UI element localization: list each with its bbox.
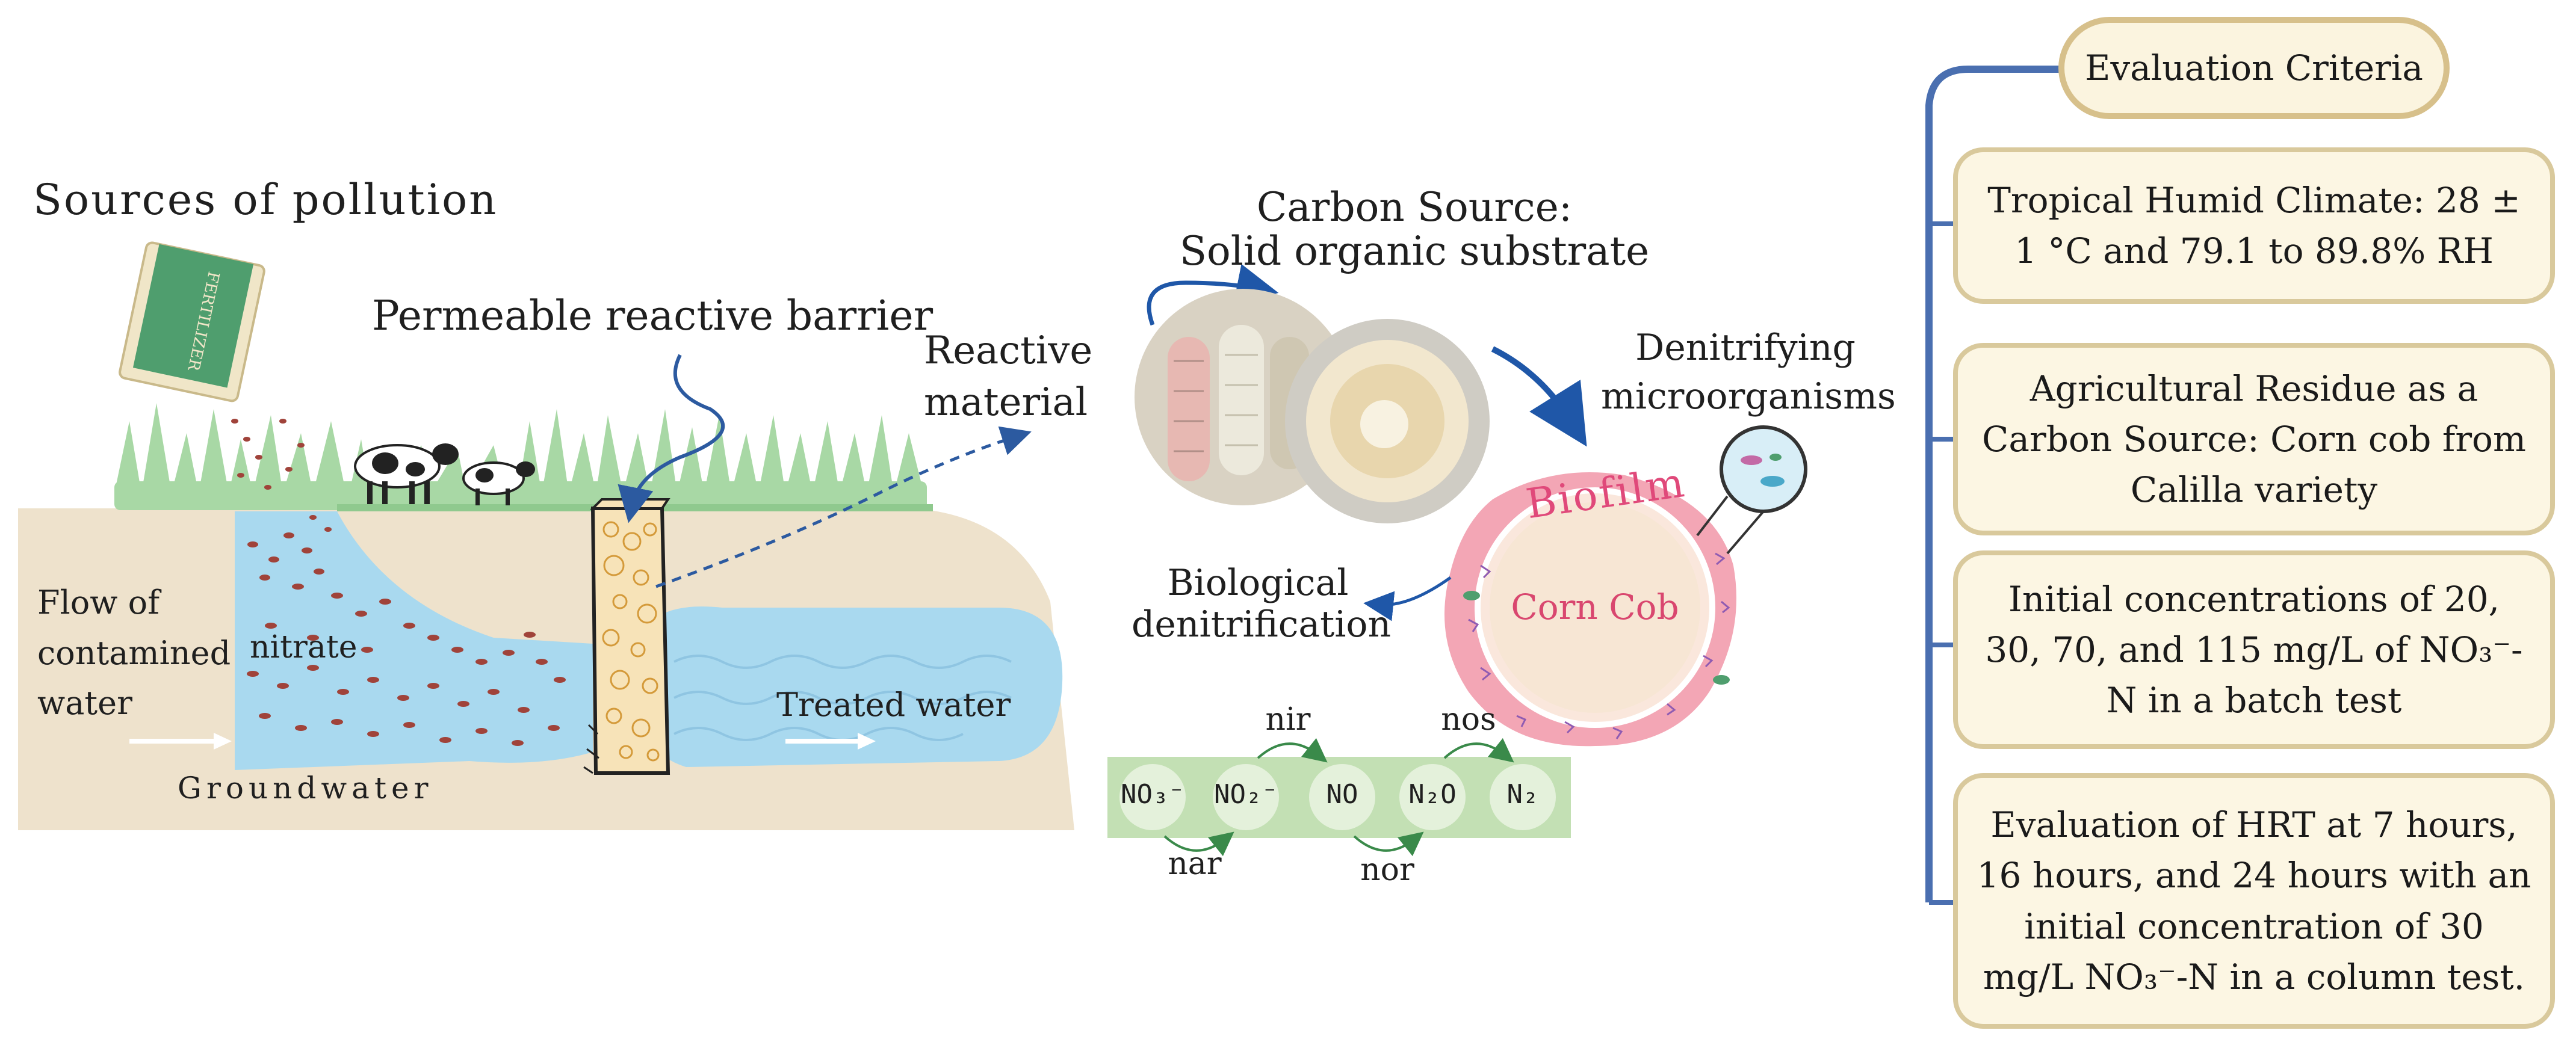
nar-arrow [1163,831,1234,857]
carbon-subtitle: Solid organic substrate [1179,228,1650,274]
bacteria-icons [1468,552,1730,739]
bio-denit-label: Biological denitrification [1132,562,1392,646]
cow-icon [354,443,459,504]
carbon-title: Carbon Source: [1256,184,1573,230]
treated-water [638,606,1063,767]
fertilizer-bag: FERTILIZER [119,241,265,402]
nitrate-particles [231,419,566,746]
criteria-item-residue: Agricultural Residue as a Carbon Source:… [1953,343,2555,535]
substrate-dish [1285,319,1490,523]
species-n2: N₂ [1506,779,1539,810]
corncob-label: Corn Cob [1511,587,1679,627]
barrier-arrow [618,354,725,523]
calf-icon [462,461,535,505]
enzyme-nir: nir [1265,701,1311,738]
enzyme-nor: nor [1360,852,1414,888]
species-n2o: N₂O [1408,779,1457,810]
nir-arrow [1257,738,1328,763]
reactive-label: Reactive material [924,328,1093,425]
flow-label: Flow of contamined water [37,584,231,723]
nor-arrow [1353,831,1424,857]
criteria-item-text: Agricultural Residue as a Carbon Source:… [1982,368,2526,511]
species-no2: NO₂⁻ [1214,779,1278,810]
enzyme-nos: nos [1441,701,1496,738]
flow-arrow [129,733,232,750]
nitrate-label: nitrate [250,629,358,665]
criteria-item-climate: Tropical Humid Climate: 28 ± 1 °C and 79… [1953,147,2555,304]
carbon-arrow [1147,264,1279,326]
pathway-circles [1119,764,1556,830]
species-no: NO [1326,779,1358,810]
criteria-title: Evaluation Criteria [2058,17,2450,119]
criteria-item-text: Initial concentrations of 20, 30, 70, an… [1985,578,2523,721]
treated-label: Treated water [776,686,1011,724]
groundwater-label: Groundwater [178,771,433,806]
enzyme-nar: nar [1168,846,1222,882]
bio-arrow [1363,576,1452,621]
bacteria-green [1463,591,1730,685]
contaminated-water [235,511,593,770]
criteria-item-text: Tropical Humid Climate: 28 ± 1 °C and 79… [1987,179,2521,271]
barrier-label: Permeable reactive barrier [372,292,933,340]
pollution-scene: FERTILIZER [18,241,1074,830]
criteria-item-batch: Initial concentrations of 20, 30, 70, an… [1953,550,2555,749]
denitrification-scene [1107,264,1807,857]
biofilm-arrow [1491,346,1587,447]
dashed-arrow [655,426,1032,588]
treated-arrow [785,733,876,750]
sources-title: Sources of pollution [33,175,498,224]
denitrifying-label: Denitrifying microorganisms [1601,327,1896,418]
water-waves [673,655,1012,741]
nos-arrow [1443,738,1514,763]
criteria-item-text: Evaluation of HRT at 7 hours, 16 hours, … [1977,804,2531,997]
magnifier-icon [1696,425,1807,555]
criteria-item-column: Evaluation of HRT at 7 hours, 16 hours, … [1953,773,2555,1029]
species-no3: NO₃⁻ [1121,779,1184,810]
corncob-inner [1490,502,1700,713]
reactive-barrier [583,498,670,775]
